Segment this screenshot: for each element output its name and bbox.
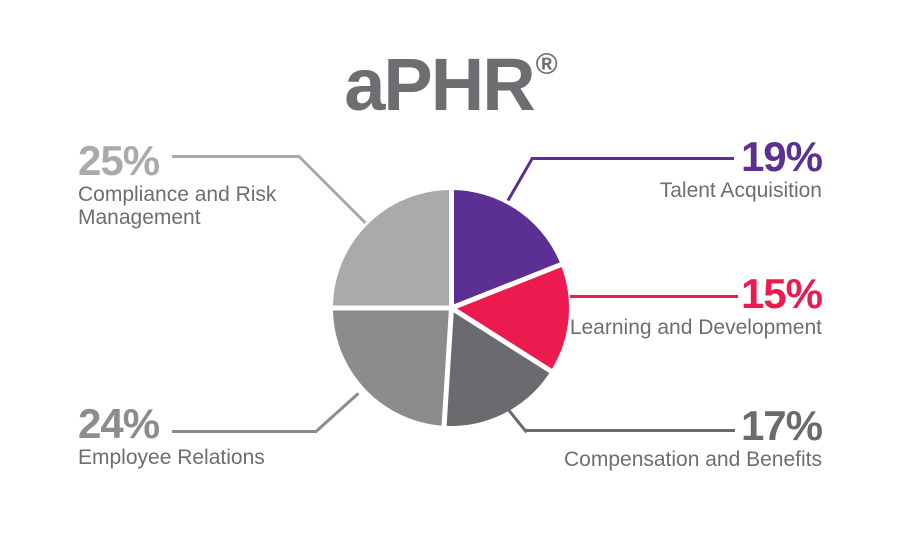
slice-label-compensation: Compensation and Benefits: [564, 448, 822, 471]
percent-value-compensation: 17%: [740, 402, 823, 449]
connector-learning-horizontal: [570, 295, 738, 298]
percent-value-learning: 15%: [740, 270, 823, 317]
chart-title: aPHR®: [344, 48, 558, 122]
percent-value-compliance: 25%: [78, 137, 160, 184]
connector-employee-diagonal: [314, 392, 360, 433]
callout-compensation-and-benefits: 17% Compensation and Benefits: [564, 402, 823, 472]
connector-compensation-horizontal: [525, 429, 735, 432]
slice-separator: [440, 307, 454, 432]
connector-employee-horizontal: [172, 430, 317, 433]
percent-value-talent: 19%: [740, 133, 823, 180]
connector-talent-diagonal: [506, 158, 534, 202]
slice-label-employee: Employee Relations: [78, 446, 265, 469]
slice-separator: [327, 305, 451, 311]
pie-chart: [327, 184, 575, 432]
connector-compliance-horizontal: [172, 155, 300, 158]
registered-trademark-symbol: ®: [535, 48, 558, 81]
slice-separator: [448, 184, 454, 308]
connector-talent-horizontal: [531, 157, 734, 160]
percent-value-employee: 24%: [78, 400, 160, 447]
slice-separator: [449, 305, 558, 377]
chart-title-text: aPHR: [344, 43, 535, 126]
connector-compliance-diagonal: [297, 155, 367, 225]
callout-learning-and-development: 15% Learning and Development: [569, 270, 823, 340]
callout-employee-relations: 24% Employee Relations: [78, 402, 265, 470]
slice-label-compliance: Compliance and Risk Management: [78, 183, 277, 229]
slice-separator: [450, 260, 568, 311]
callout-compliance-and-risk-management: 25% Compliance and Risk Management: [78, 139, 292, 230]
slice-label-learning: Learning and Development: [569, 316, 822, 339]
slice-label-talent: Talent Acquisition: [659, 179, 822, 202]
callout-talent-acquisition: 19% Talent Acquisition: [659, 133, 823, 203]
